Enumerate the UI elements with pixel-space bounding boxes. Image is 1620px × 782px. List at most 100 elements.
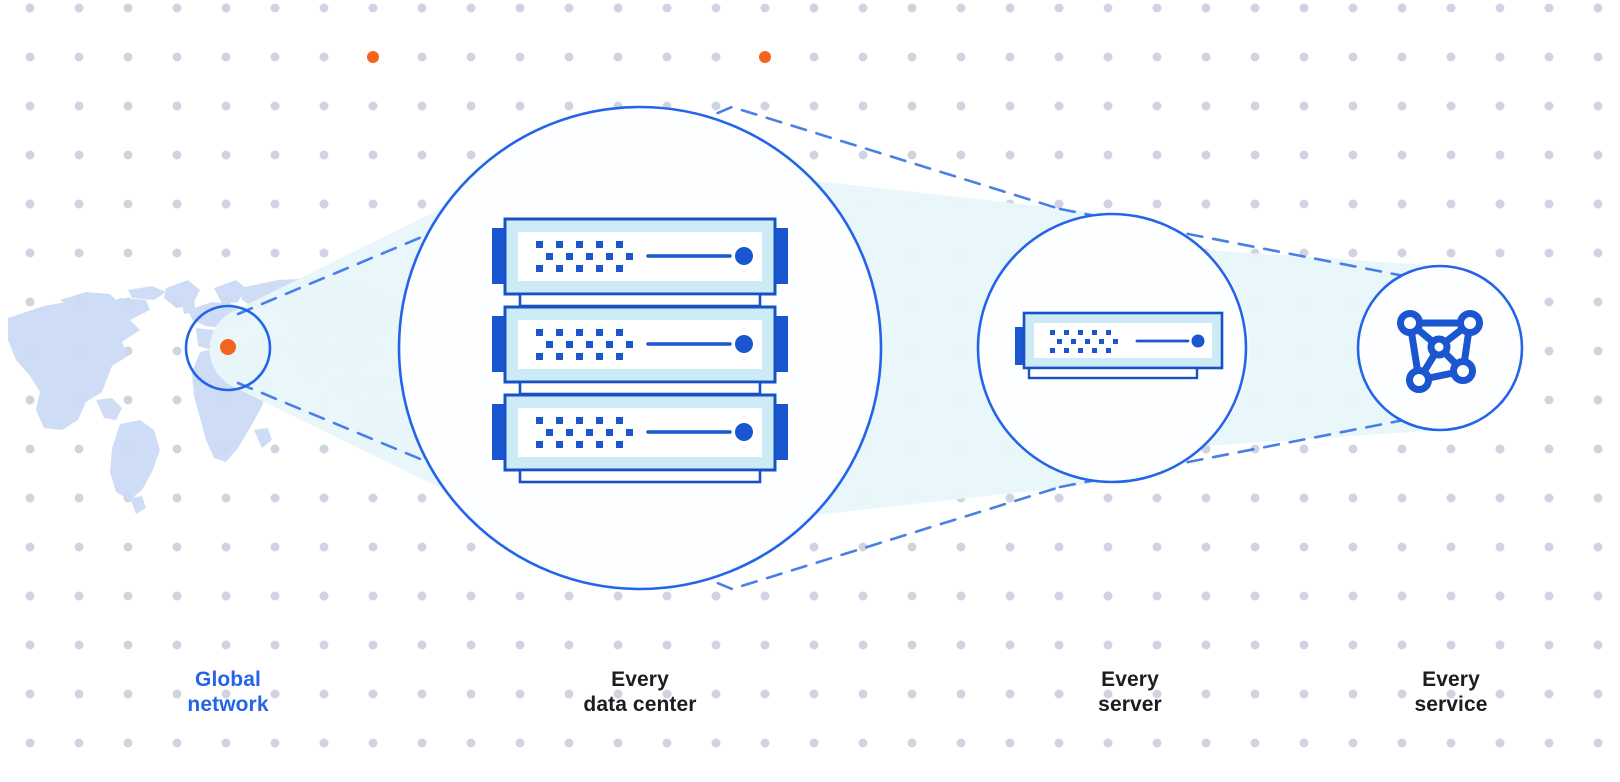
grid-dot <box>221 199 231 209</box>
grid-dot <box>1201 150 1211 160</box>
grid-dot <box>1299 689 1309 699</box>
grid-dot <box>858 591 868 601</box>
grid-dot <box>1005 591 1015 601</box>
grid-dot <box>1544 738 1554 748</box>
grid-dot <box>956 738 966 748</box>
grid-dot <box>1152 52 1162 62</box>
grid-dot <box>123 689 133 699</box>
grid-dot <box>760 3 770 13</box>
grid-dot <box>1250 444 1260 454</box>
grid-dot <box>1348 689 1358 699</box>
grid-dot <box>172 346 182 356</box>
grid-dot <box>172 444 182 454</box>
grid-dot <box>907 591 917 601</box>
grid-dot <box>74 493 84 503</box>
grid-dot <box>270 738 280 748</box>
grid-dot <box>1348 640 1358 650</box>
grid-dot <box>74 52 84 62</box>
grid-dot <box>270 52 280 62</box>
grid-dot <box>711 689 721 699</box>
grid-dot <box>1593 150 1603 160</box>
grid-dot <box>25 199 35 209</box>
grid-dot <box>172 248 182 258</box>
grid-dot <box>809 150 819 160</box>
grid-dot <box>1152 689 1162 699</box>
grid-dot <box>1103 689 1113 699</box>
grid-dot <box>1201 689 1211 699</box>
grid-dot <box>221 52 231 62</box>
grid-dot <box>417 591 427 601</box>
grid-dot <box>123 395 133 405</box>
grid-dot <box>1103 150 1113 160</box>
grid-dot <box>515 52 525 62</box>
grid-dot <box>417 101 427 111</box>
grid-dot <box>466 101 476 111</box>
grid-dot <box>319 444 329 454</box>
connector-map-to-datacenter-top <box>236 105 1062 316</box>
grid-dot <box>1201 591 1211 601</box>
grid-dot <box>1593 248 1603 258</box>
grid-dot <box>1544 101 1554 111</box>
grid-dot <box>1495 52 1505 62</box>
grid-dot <box>1152 640 1162 650</box>
grid-dot <box>1201 101 1211 111</box>
grid-dot <box>1005 150 1015 160</box>
grid-dot <box>760 689 770 699</box>
grid-dot <box>1250 591 1260 601</box>
grid-dot <box>25 101 35 111</box>
grid-dot <box>1495 199 1505 209</box>
grid-dot-accent <box>367 51 379 63</box>
grid-dot <box>809 738 819 748</box>
grid-dot <box>74 689 84 699</box>
grid-dot <box>1544 395 1554 405</box>
grid-dot <box>25 640 35 650</box>
grid-dot <box>1446 542 1456 552</box>
grid-dot <box>1397 150 1407 160</box>
grid-dot <box>1593 542 1603 552</box>
grid-dot <box>1054 640 1064 650</box>
grid-dot <box>1299 101 1309 111</box>
grid-dot <box>123 101 133 111</box>
grid-dot <box>1250 542 1260 552</box>
grid-dot <box>613 738 623 748</box>
grid-dot <box>564 52 574 62</box>
grid-dot <box>1446 52 1456 62</box>
grid-dot <box>907 52 917 62</box>
grid-dot <box>515 640 525 650</box>
grid-dot <box>1593 346 1603 356</box>
grid-dot <box>1054 591 1064 601</box>
grid-dot <box>1495 248 1505 258</box>
grid-dot <box>466 591 476 601</box>
grid-dot <box>858 738 868 748</box>
grid-dot <box>270 591 280 601</box>
grid-dot <box>711 3 721 13</box>
grid-dot <box>1103 52 1113 62</box>
grid-dot <box>466 738 476 748</box>
grid-dot <box>319 248 329 258</box>
grid-dot <box>515 738 525 748</box>
grid-dot <box>1005 3 1015 13</box>
grid-dot <box>1299 591 1309 601</box>
grid-dot <box>956 689 966 699</box>
grid-dot <box>25 248 35 258</box>
grid-dot <box>123 248 133 258</box>
grid-dot <box>1152 199 1162 209</box>
grid-dot <box>1544 640 1554 650</box>
grid-dot <box>417 640 427 650</box>
grid-dot <box>368 199 378 209</box>
grid-dot <box>270 150 280 160</box>
grid-dot <box>172 150 182 160</box>
grid-dot <box>221 738 231 748</box>
grid-dot <box>368 493 378 503</box>
grid-dot <box>1348 150 1358 160</box>
grid-dot <box>270 248 280 258</box>
grid-dot <box>319 52 329 62</box>
grid-dot <box>1054 199 1064 209</box>
grid-dot <box>74 101 84 111</box>
grid-dot <box>809 640 819 650</box>
grid-dot <box>466 542 476 552</box>
